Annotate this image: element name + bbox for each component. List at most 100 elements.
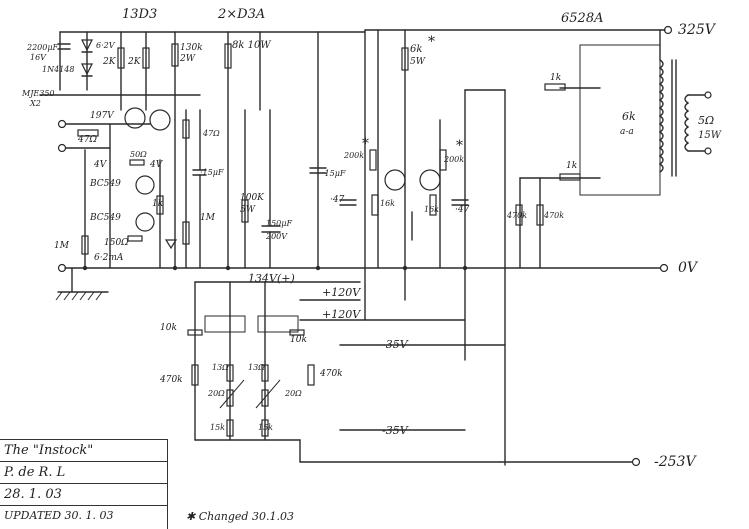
resistor-150 — [127, 235, 143, 242]
resistor-200k-a — [369, 149, 377, 171]
mje350-transistor-b — [149, 109, 171, 131]
resistor-47-input — [77, 129, 99, 137]
resistor-20-a — [226, 389, 234, 407]
speaker-terminal-a — [704, 91, 712, 99]
label-15k-a: 15k — [210, 423, 225, 432]
label-100k-w: 5W — [240, 205, 256, 215]
label-13d3: 13D3 — [122, 7, 157, 22]
label-x2: X2 — [29, 99, 41, 108]
label-16k-a: 16k — [380, 199, 395, 208]
label-1k-out-b: 1k — [566, 161, 577, 171]
resistor-10k-b — [289, 329, 305, 336]
label-1k-out-a: 1k — [550, 73, 561, 83]
rail-0v: 0V — [678, 260, 699, 276]
led-diode — [164, 239, 178, 250]
resistor-13-a — [226, 364, 234, 382]
date-text: 28. 1. 03 — [4, 487, 62, 502]
title-block: The "Instock" P. de R. L 28. 1. 03 UPDAT… — [0, 439, 168, 529]
label-speaker: 5Ω — [698, 114, 714, 127]
valve-d3a-a — [204, 315, 246, 333]
driver-transistor-a — [384, 169, 406, 191]
driver-transistor-b — [419, 169, 441, 191]
label-1n4148: 1N4148 — [42, 65, 74, 74]
changed-date-text: Changed 30.1.03 — [198, 510, 294, 523]
label-100k: 100K — [240, 193, 265, 203]
label-470k-a: 470k — [506, 211, 527, 220]
label-cap-2200: 2200μF — [26, 43, 59, 52]
label-047-b: ·47 — [455, 205, 470, 215]
label-47-b: 47Ω — [202, 129, 220, 138]
resistor-15k-a — [226, 419, 234, 437]
changed-marker-a: * — [362, 136, 369, 152]
label-15k-b: 15k — [258, 423, 273, 432]
resistor-1k-out-a — [544, 83, 566, 91]
resistor-470k-b — [536, 204, 544, 226]
label-150uf-v: 200V — [265, 232, 288, 241]
mje350-transistor — [124, 107, 146, 129]
label-200k-b: 200k — [443, 155, 464, 164]
label-bc549-a: BC549 — [89, 179, 121, 189]
output-valve-region — [579, 44, 661, 196]
label-150: 150Ω — [104, 238, 129, 248]
zero-volt-terminal — [659, 263, 669, 273]
label-2k-b: 2K — [127, 57, 142, 67]
label-1m-b: 1M — [200, 213, 216, 223]
resistor-1m-b — [182, 221, 190, 245]
label-bc549-b: BC549 — [89, 213, 121, 223]
label-015-b: ·15μF — [322, 169, 346, 178]
rail-325v: 325V — [678, 22, 717, 38]
resistor-1k-out-b — [559, 173, 581, 181]
label-4v-b: 4V — [149, 160, 164, 170]
label-2k-a: 2K — [102, 57, 117, 67]
label-150uf: 150μF — [266, 219, 292, 228]
speaker-terminal-b — [704, 147, 712, 155]
changed-note: ✱ Changed 30.1.03 — [186, 510, 294, 523]
label-62ma: 6·2mA — [94, 253, 124, 263]
label-47-input: 47Ω — [77, 135, 97, 145]
label-xfmr-sub: a-a — [620, 127, 634, 137]
resistor-16k-a — [371, 194, 379, 216]
bc549-transistor-b — [135, 212, 155, 232]
label-2xd3a: 2×D3A — [217, 7, 265, 22]
label-16k-b: 16k — [424, 205, 439, 214]
updated-text: UPDATED 30. 1. 03 — [4, 509, 114, 522]
label-470k-c: 470k — [159, 375, 183, 385]
resistor-470k-a — [515, 204, 523, 226]
label-mje350: MJE350 — [21, 89, 55, 98]
rail-120v-b: +120V — [322, 308, 361, 321]
label-197v: 197V — [90, 111, 115, 121]
rail-120v-a: +120V — [322, 286, 361, 299]
label-xfmr: 6k — [622, 110, 636, 123]
input-terminal-ground — [57, 263, 67, 273]
resistor-10k-a — [187, 329, 203, 336]
label-470k-b: 470k — [543, 211, 564, 220]
label-6k: 6k — [410, 44, 422, 55]
label-1m-a: 1M — [54, 241, 70, 251]
changed-marker-b: * — [428, 34, 435, 50]
label-6528a: 6528A — [561, 11, 603, 26]
rail-134v: 134V(+) — [248, 272, 295, 285]
input-terminal-a — [57, 119, 67, 129]
rail-minus-253v: -253V — [654, 454, 697, 470]
bc549-transistor-a — [135, 175, 155, 195]
hv-minus-terminal — [631, 457, 641, 467]
rail-minus-35v-b: -35V — [382, 424, 409, 437]
resistor-15k-b — [261, 419, 269, 437]
transformer-primary — [658, 59, 664, 173]
label-130k: 130k — [180, 43, 203, 53]
label-015-a: ·15μF — [200, 168, 224, 177]
changed-marker-c: * — [456, 138, 463, 154]
author-text: P. de R. L — [4, 465, 66, 480]
input-terminal-b — [57, 143, 67, 153]
label-4v-a: 4V — [93, 160, 108, 170]
resistor-20-b — [261, 389, 269, 407]
label-13-b: 13Ω — [248, 363, 265, 372]
changed-star-icon: ✱ — [186, 510, 196, 523]
label-50: 50Ω — [130, 150, 147, 159]
label-speaker-w: 15W — [698, 130, 722, 141]
resistor-470k-d — [307, 364, 315, 386]
label-cap-16v: 16V — [30, 53, 47, 62]
resistor-50 — [129, 159, 145, 166]
resistor-200k-b — [439, 149, 447, 171]
